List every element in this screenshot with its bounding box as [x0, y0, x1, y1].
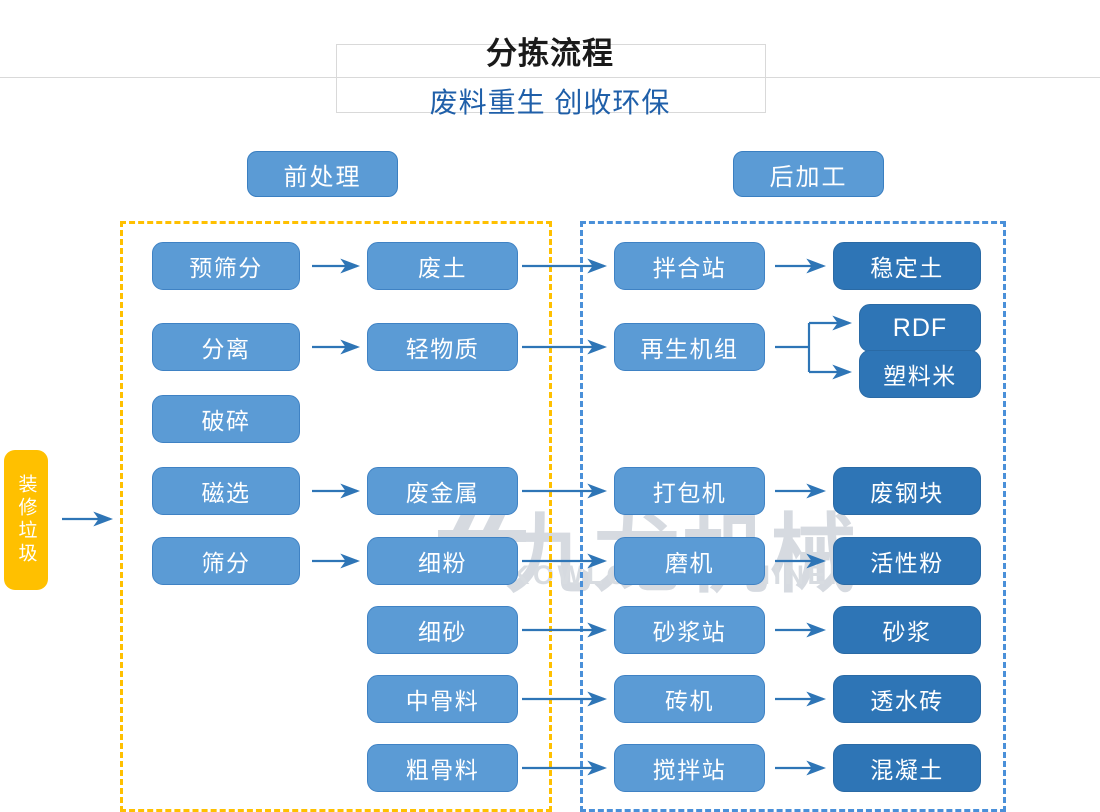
node-equipment-baler[interactable]: 打包机 — [614, 467, 765, 515]
zone-boundary-post-process — [580, 221, 1006, 812]
node-product-stabilized-soil[interactable]: 稳定土 — [833, 242, 981, 290]
zone-boundary-pre-process — [120, 221, 552, 812]
node-pre-pre-screening[interactable]: 预筛分 — [152, 242, 300, 290]
node-equipment-batching-plant[interactable]: 搅拌站 — [614, 744, 765, 792]
node-product-scrap-steel[interactable]: 废钢块 — [833, 467, 981, 515]
node-pre-screening[interactable]: 筛分 — [152, 537, 300, 585]
node-equipment-grinder[interactable]: 磨机 — [614, 537, 765, 585]
node-product-rdf[interactable]: RDF — [859, 304, 981, 352]
header-frame — [336, 44, 766, 113]
node-product-permeable-brick[interactable]: 透水砖 — [833, 675, 981, 723]
node-pre-separation[interactable]: 分离 — [152, 323, 300, 371]
source-node-label: 装修垃圾 — [15, 474, 37, 566]
node-product-mortar[interactable]: 砂浆 — [833, 606, 981, 654]
node-material-waste-soil[interactable]: 废土 — [367, 242, 518, 290]
node-equipment-mortar-station[interactable]: 砂浆站 — [614, 606, 765, 654]
node-equipment-brick-machine[interactable]: 砖机 — [614, 675, 765, 723]
node-equipment-recycling-unit[interactable]: 再生机组 — [614, 323, 765, 371]
node-material-scrap-metal[interactable]: 废金属 — [367, 467, 518, 515]
node-pre-magnetic-separation[interactable]: 磁选 — [152, 467, 300, 515]
node-material-light-materials[interactable]: 轻物质 — [367, 323, 518, 371]
node-material-medium-aggregate[interactable]: 中骨料 — [367, 675, 518, 723]
zone-label-pre-process[interactable]: 前处理 — [247, 151, 398, 197]
node-equipment-mixing-station[interactable]: 拌合站 — [614, 242, 765, 290]
page-title: 分拣流程 — [486, 36, 614, 71]
page-subtitle: 废料重生 创收环保 — [429, 87, 671, 118]
node-material-fine-powder[interactable]: 细粉 — [367, 537, 518, 585]
node-pre-crushing[interactable]: 破碎 — [152, 395, 300, 443]
node-product-activated-powder[interactable]: 活性粉 — [833, 537, 981, 585]
node-material-fine-sand[interactable]: 细砂 — [367, 606, 518, 654]
zone-label-post-process[interactable]: 后加工 — [733, 151, 884, 197]
source-node-construction-waste[interactable]: 装修垃圾 — [4, 450, 48, 590]
node-product-concrete[interactable]: 混凝土 — [833, 744, 981, 792]
node-material-coarse-aggregate[interactable]: 粗骨料 — [367, 744, 518, 792]
node-product-plastic-pellets[interactable]: 塑料米 — [859, 350, 981, 398]
header-divider-rule — [0, 77, 1100, 78]
